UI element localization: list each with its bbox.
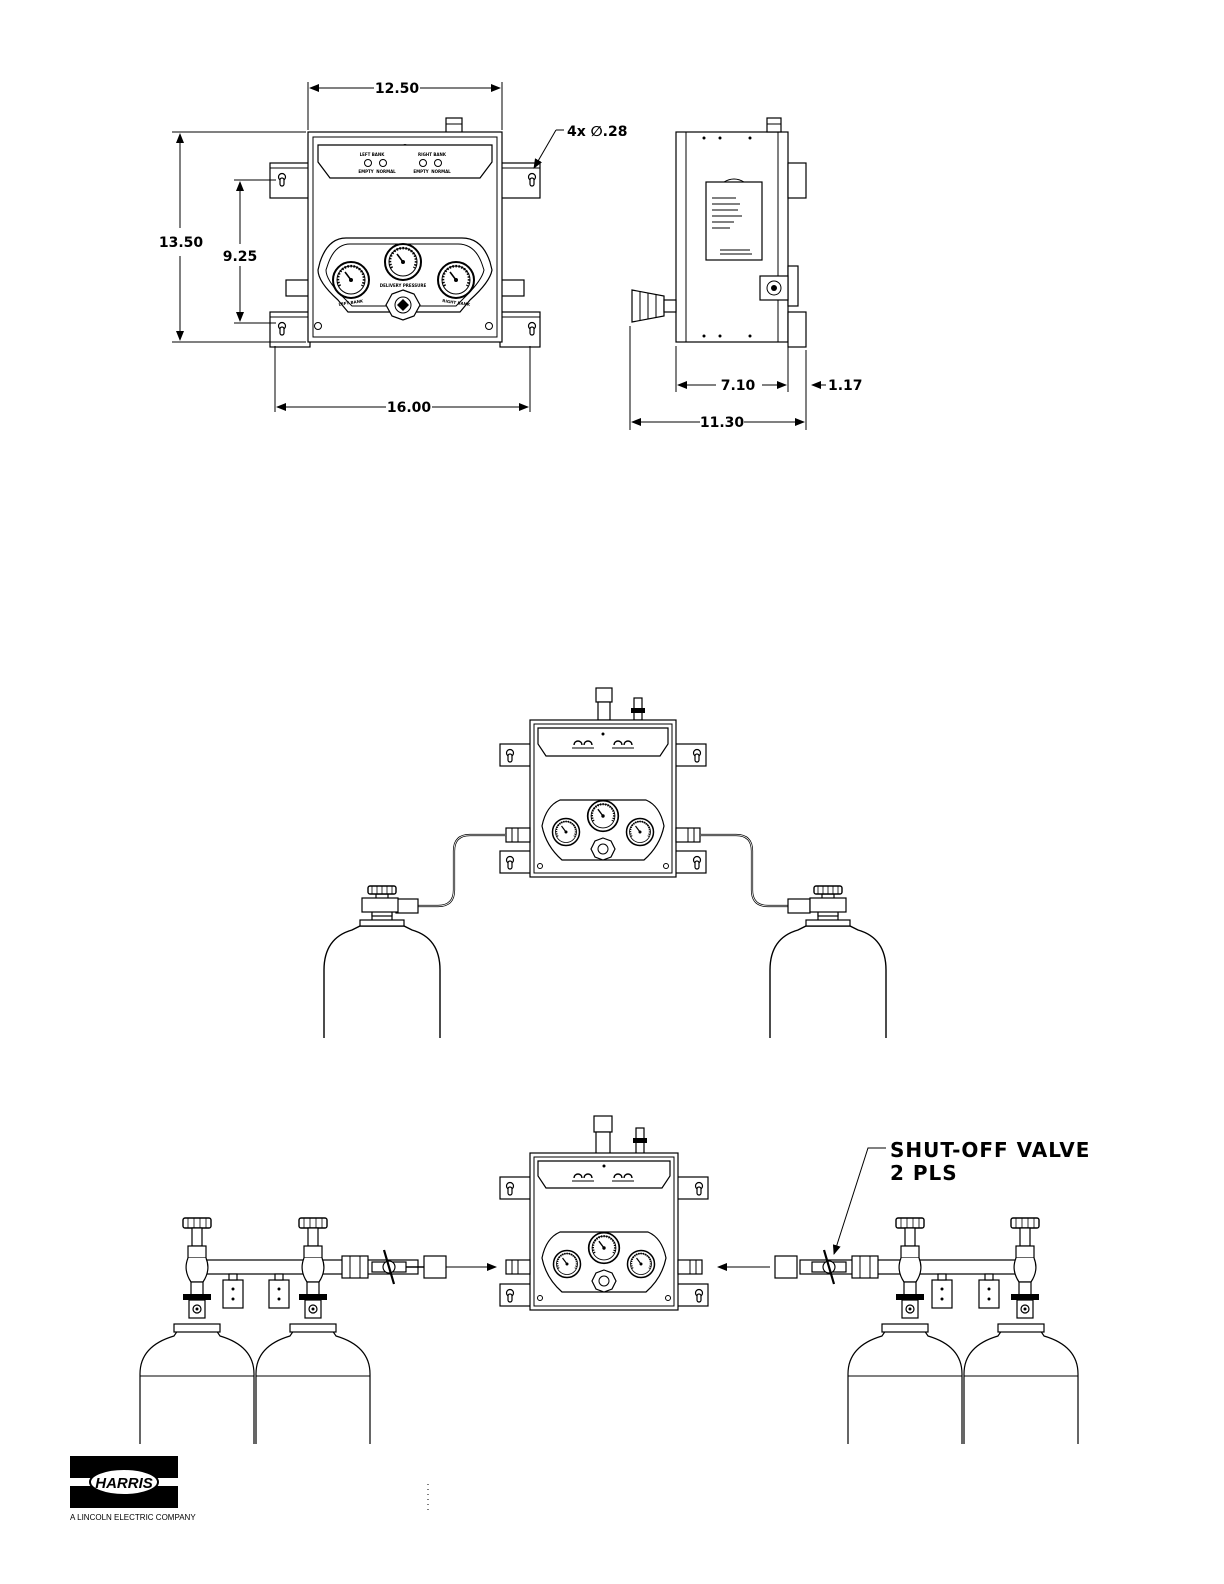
right-bank-gauge-icon — [438, 262, 474, 298]
shutoff-valve-callout-line1: SHUT-OFF VALVE — [890, 1138, 1090, 1162]
logo-brand: HARRIS — [95, 1475, 153, 1492]
harris-logo: HARRIS A LINCOLN ELECTRIC COMPANY — [70, 1456, 196, 1522]
changeover-knob-icon — [386, 290, 420, 320]
right-indicator-title: RIGHT BANK — [418, 152, 447, 157]
left-cylinder-bank — [140, 1324, 370, 1444]
left-empty-label: EMPTY — [358, 169, 373, 174]
right-cylinder-bank — [848, 1324, 1078, 1444]
front-view-dimensioned: LEFT BANK RIGHT BANK EMPTY NORMAL EMPTY … — [159, 81, 628, 416]
dim-side-offset: 1.17 — [828, 378, 863, 394]
left-bank-gauge-icon — [333, 262, 369, 298]
dim-top-width: 12.50 — [375, 81, 420, 97]
dim-mount-spacing: 9.25 — [223, 249, 258, 265]
side-view-dimensioned: 7.10 1.17 11.30 — [630, 118, 863, 431]
dim-height: 13.50 — [159, 235, 204, 251]
right-empty-label: EMPTY — [413, 169, 428, 174]
left-normal-label: NORMAL — [376, 169, 396, 174]
dim-side-depth: 7.10 — [721, 378, 756, 394]
indicator-panel — [318, 145, 492, 178]
delivery-pressure-label: DELIVERY PRESSURE — [380, 283, 427, 288]
installation-manifold-headers: SHUT-OFF VALVE 2 PLS — [140, 1116, 1090, 1444]
right-normal-label: NORMAL — [431, 169, 451, 174]
side-knob-icon — [632, 290, 676, 322]
delivery-pressure-gauge-icon — [385, 244, 421, 280]
dim-overall-width: 16.00 — [387, 400, 432, 416]
dim-hole-callout: 4x ∅.28 — [567, 124, 627, 140]
logo-tagline: A LINCOLN ELECTRIC COMPANY — [70, 1513, 196, 1522]
left-indicator-title: LEFT BANK — [360, 152, 386, 157]
dim-side-overall: 11.30 — [700, 415, 745, 431]
shutoff-valve-callout-line2: 2 PLS — [890, 1161, 958, 1185]
installation-single-cylinders — [324, 688, 886, 1038]
label-plate — [706, 182, 762, 260]
